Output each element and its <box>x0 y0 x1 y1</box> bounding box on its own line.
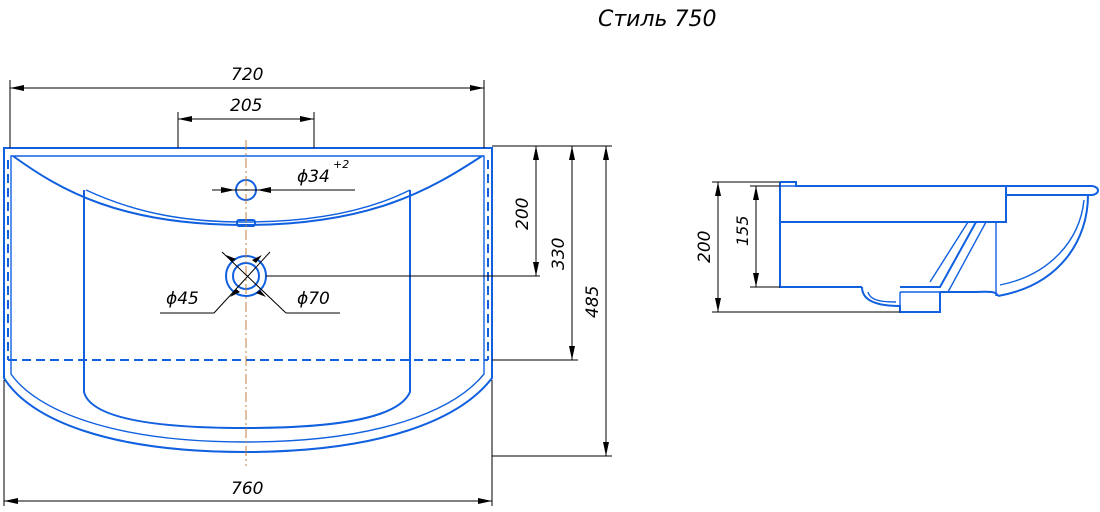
side-back <box>779 182 862 288</box>
dim-label-200: 200 <box>513 198 533 230</box>
basin-bowl <box>83 190 411 430</box>
dim-label-720: 720 <box>231 65 263 85</box>
side-bowl-front <box>997 194 1090 297</box>
top-view-dimensions: 720 205 ϕ34 +2 ϕ45 ϕ70 200 <box>3 65 612 506</box>
dim-label-330: 330 <box>549 238 569 270</box>
dim-label-phi45: ϕ45 <box>166 289 199 309</box>
dim-label-155: 155 <box>733 215 752 246</box>
side-drain <box>861 286 941 313</box>
side-bowl-inner <box>999 199 1085 286</box>
dim-label-phi34: ϕ34 <box>297 167 330 187</box>
drawing-title: Стиль 750 <box>598 7 717 32</box>
side-rim <box>780 181 1099 196</box>
basin-back-arc <box>12 155 483 227</box>
leader-phi45 <box>213 251 271 314</box>
dim-label-side-200: 200 <box>695 231 715 263</box>
side-view-outline <box>779 181 1099 313</box>
dim-label-205: 205 <box>230 96 262 116</box>
basin-back-arc-inner <box>85 189 411 223</box>
side-box <box>780 186 1007 223</box>
sink-outer-contour <box>3 147 493 454</box>
dim-label-phi70: ϕ70 <box>297 289 330 309</box>
leader-phi70 <box>221 251 287 314</box>
dim-label-485: 485 <box>583 286 603 318</box>
side-bowl-slope <box>900 221 977 288</box>
dim-label-760: 760 <box>231 479 263 499</box>
side-view-dimensions: 200 155 <box>695 181 900 313</box>
sink-inner-rim <box>10 155 485 443</box>
top-view-outline <box>3 140 493 466</box>
dim-label-phi34-tolerance: +2 <box>333 158 349 171</box>
